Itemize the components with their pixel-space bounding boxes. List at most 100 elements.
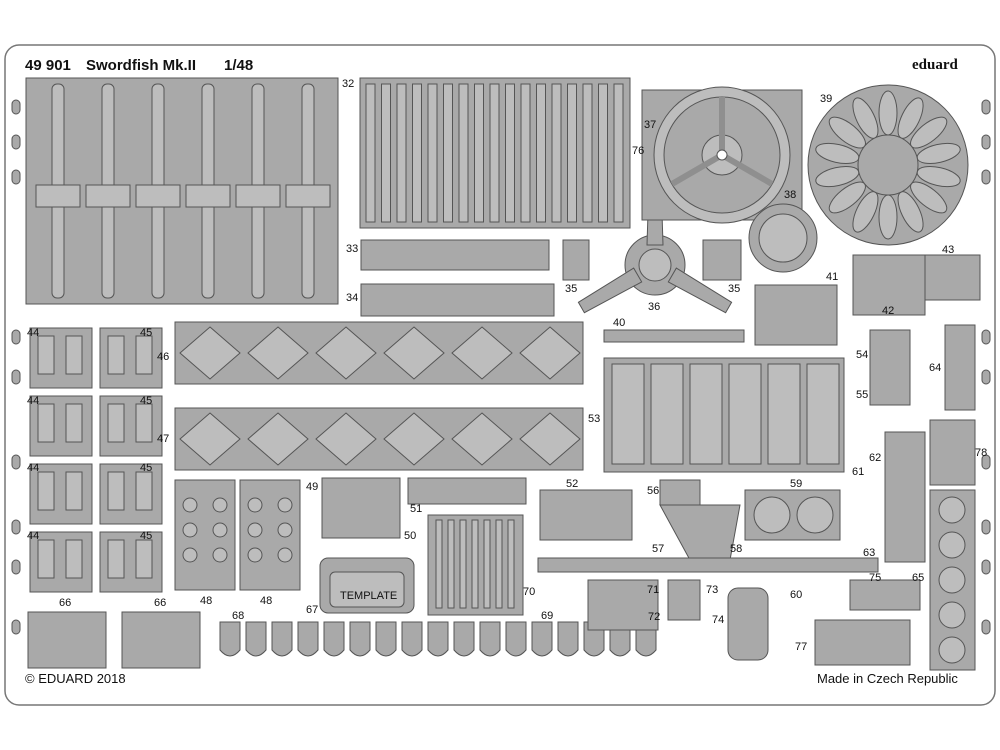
part-78 [929, 419, 976, 486]
rib [505, 83, 515, 223]
rib [551, 83, 562, 223]
part-70-strip [459, 519, 467, 609]
clip [375, 621, 397, 657]
sprue-tab [981, 169, 991, 185]
seat-detail [135, 335, 153, 375]
part-52 [539, 489, 633, 541]
part-number-45c: 45 [140, 462, 153, 474]
clip [271, 621, 293, 657]
part-number-72: 72 [648, 611, 661, 623]
part-77 [814, 619, 911, 666]
panel-strip [174, 321, 584, 385]
clip [245, 621, 267, 657]
part-41 [754, 284, 838, 346]
part-48-hole [212, 522, 228, 538]
part-number-48a: 48 [200, 595, 213, 607]
sprue-tab [11, 169, 21, 185]
part-number-58: 58 [730, 543, 743, 555]
part-32-struts [25, 77, 339, 305]
part-48-hole [182, 497, 198, 513]
seat-detail [107, 335, 125, 375]
part-70-strip [435, 519, 443, 609]
clip [219, 621, 241, 657]
seat-detail [65, 539, 83, 579]
seat-detail [37, 403, 55, 443]
part-75 [849, 579, 921, 611]
rib [536, 83, 546, 223]
panel-diamond [315, 326, 377, 380]
part-70-strip [471, 519, 479, 609]
part-number-66a: 66 [59, 597, 72, 609]
copyright: © EDUARD 2018 [25, 671, 126, 686]
kit-number: 49 901 [25, 57, 71, 74]
cowl-petal [878, 194, 898, 240]
panel-diamond [451, 412, 513, 466]
part-70-strip [507, 519, 515, 609]
part-46-47-panels [174, 321, 584, 471]
seat-detail [135, 471, 153, 511]
panel-diamond [315, 412, 377, 466]
sprue-tab [11, 99, 21, 115]
part-35-left [562, 239, 590, 281]
rib [365, 83, 376, 223]
part-53-pane [689, 363, 723, 465]
kit-name: Swordfish Mk.II [86, 57, 197, 74]
part-number-45a: 45 [140, 327, 153, 339]
part-61-63 [884, 431, 926, 563]
part-number-33: 33 [346, 243, 359, 255]
seat-detail [37, 335, 55, 375]
rib [458, 83, 469, 223]
part-48-hole [277, 522, 293, 538]
part-number-55: 55 [856, 389, 869, 401]
rib [427, 83, 438, 223]
panel-diamond [519, 412, 581, 466]
part-number-68: 68 [232, 610, 245, 622]
part-48-hole [277, 547, 293, 563]
panel-diamond [247, 326, 309, 380]
part-53-pane [767, 363, 801, 465]
part-number-44c: 44 [27, 462, 40, 474]
part-number-66b: 66 [154, 597, 167, 609]
rib [474, 83, 484, 223]
part-number-70: 70 [523, 586, 536, 598]
part-65-dial [938, 531, 966, 559]
part-65-dial [938, 496, 966, 524]
part-70-strip [495, 519, 503, 609]
part-number-35a: 35 [565, 283, 578, 295]
part-number-45b: 45 [140, 395, 153, 407]
part-66-left [27, 611, 107, 669]
part-43 [924, 254, 981, 301]
part-number-36: 36 [648, 301, 661, 313]
part-48-right [239, 479, 301, 591]
strut-clamp [35, 184, 81, 208]
part-number-34: 34 [346, 292, 359, 304]
part-number-51: 51 [410, 503, 423, 515]
part-65-dial [938, 636, 966, 664]
part-42 [852, 254, 926, 316]
strut-clamp [235, 184, 281, 208]
part-48-hole [182, 547, 198, 563]
part-48-hole [182, 522, 198, 538]
part-number-77: 77 [795, 641, 808, 653]
sprue-tab [11, 619, 21, 635]
part-number-50: 50 [404, 530, 417, 542]
clip [297, 621, 319, 657]
seat-detail [65, 471, 83, 511]
part-number-69: 69 [541, 610, 554, 622]
part-number-47: 47 [157, 433, 170, 445]
part-number-42: 42 [882, 305, 895, 317]
part-number-76: 76 [632, 145, 645, 157]
part-38-ring [748, 203, 818, 273]
part-51 [407, 477, 527, 505]
part-number-75: 75 [869, 572, 882, 584]
part-number-46: 46 [157, 351, 170, 363]
cowl-petal [878, 90, 898, 136]
part-number-74: 74 [712, 614, 725, 626]
seat-detail [107, 471, 125, 511]
sprue-tab [981, 454, 991, 470]
clip [557, 621, 579, 657]
panel-diamond [383, 326, 445, 380]
sprue-tab [11, 329, 21, 345]
part-70-strip [483, 519, 491, 609]
part-53-pane [650, 363, 684, 465]
